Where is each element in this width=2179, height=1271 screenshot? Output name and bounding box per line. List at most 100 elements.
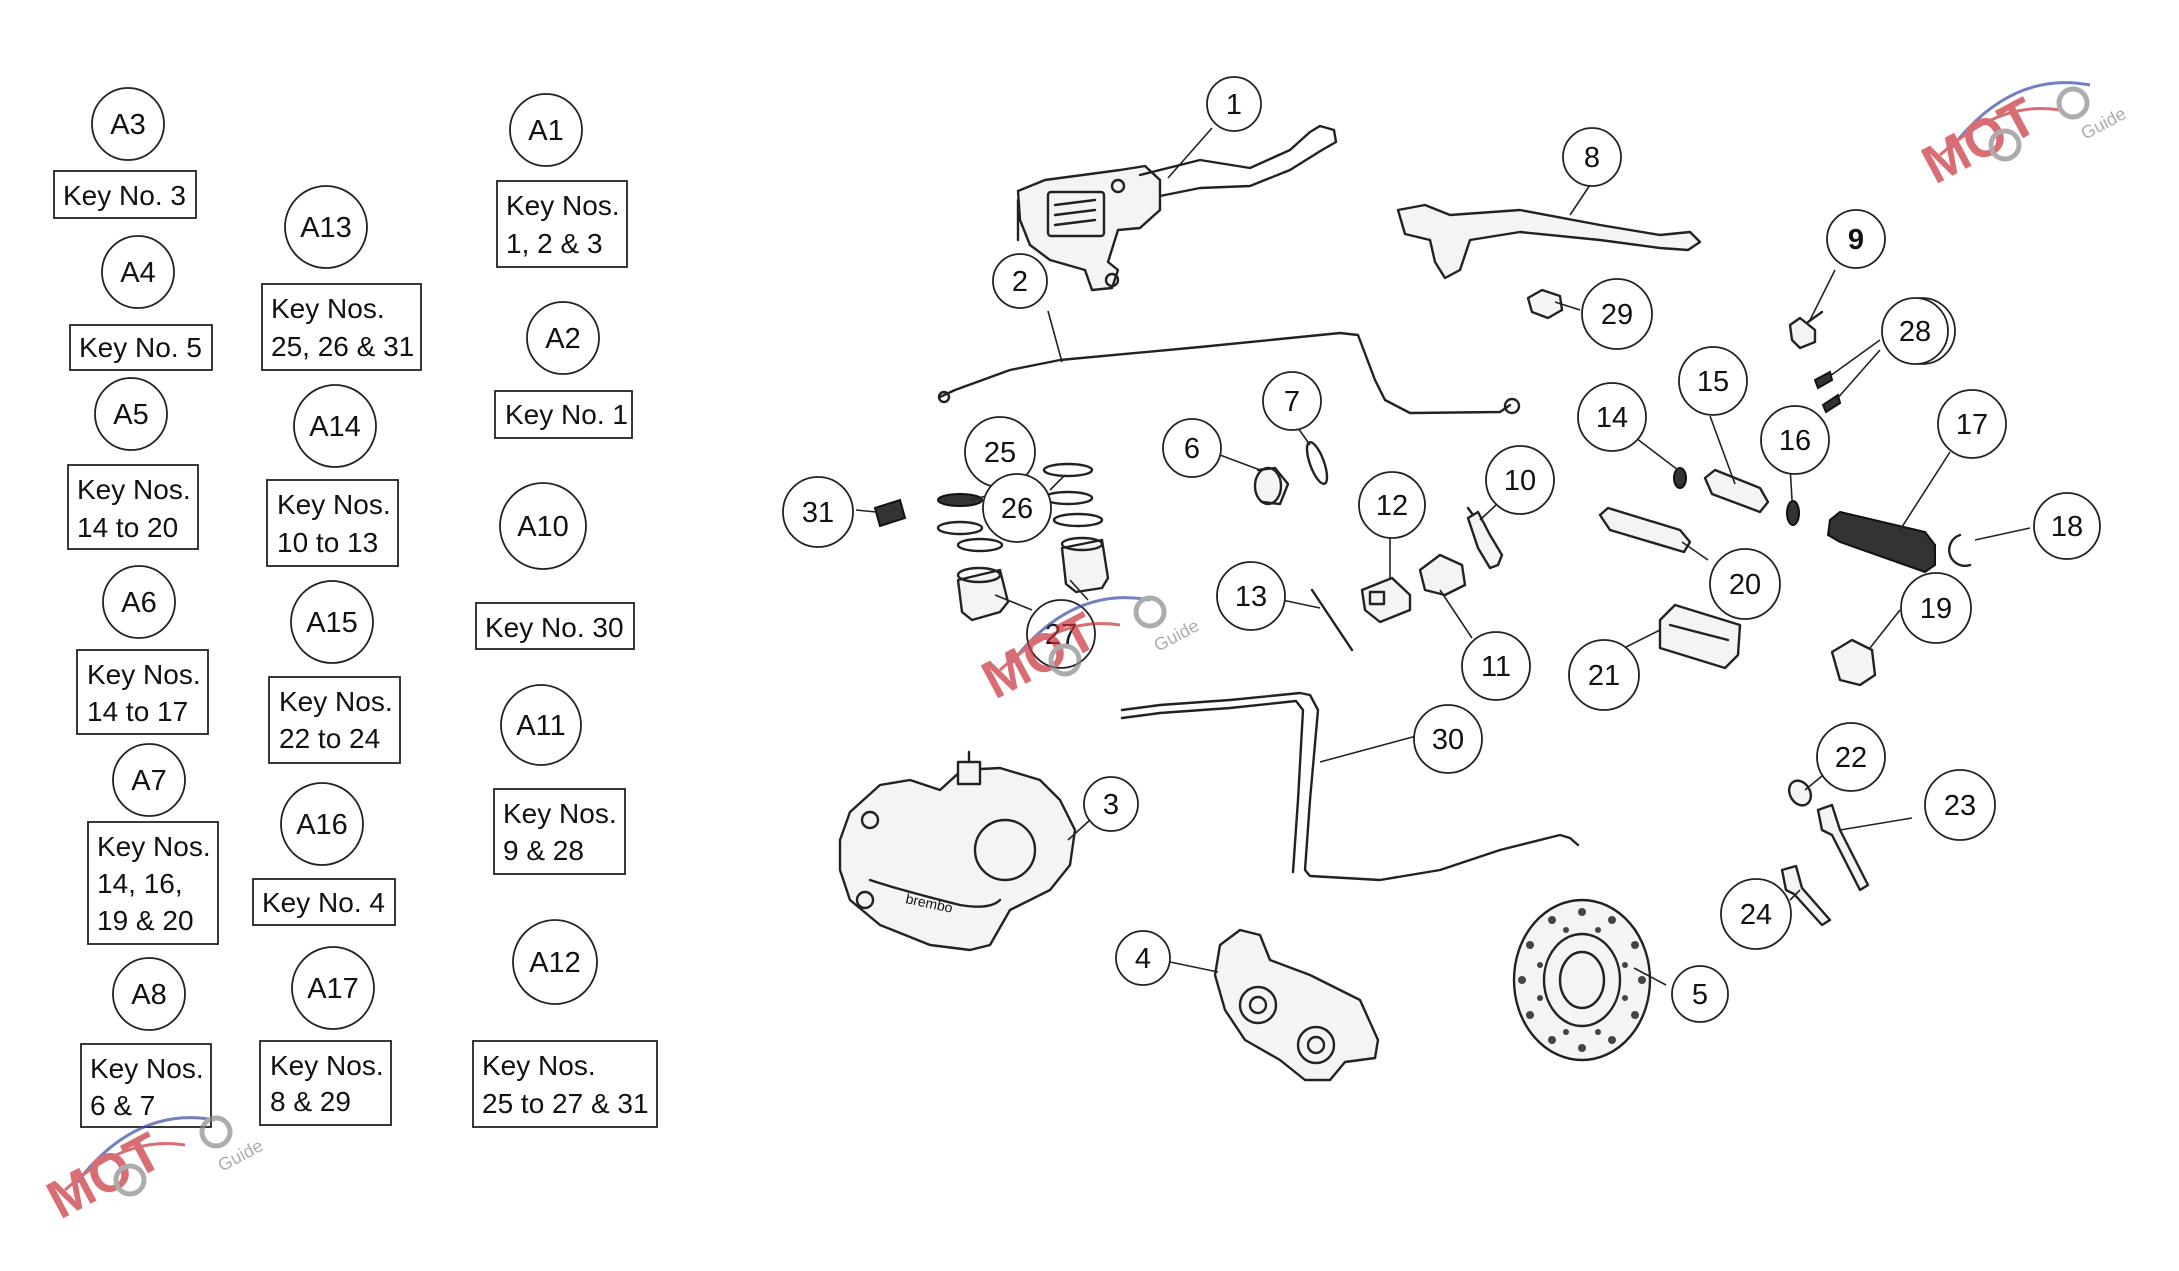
callout-5: 5 [1671, 965, 1729, 1023]
svg-text:30: 30 [1432, 724, 1464, 756]
svg-text:A3: A3 [110, 109, 145, 141]
callout-17: 17 [1937, 389, 2007, 459]
callout-21: 21 [1568, 639, 1640, 711]
svg-text:15: 15 [1697, 366, 1729, 398]
svg-text:A8: A8 [131, 979, 166, 1011]
svg-text:26: 26 [1001, 493, 1033, 525]
svg-text:31: 31 [802, 497, 834, 529]
watermark-logo-top-right: MOT Guide [1912, 81, 2129, 196]
svg-text:Key Nos.: Key Nos. [503, 798, 617, 829]
svg-text:Key No. 3: Key No. 3 [63, 180, 186, 211]
svg-text:A5: A5 [113, 399, 148, 431]
legend-entry-a2: A2 Key No. 1 [494, 301, 633, 439]
part-31-spring [873, 498, 907, 528]
svg-text:13: 13 [1235, 581, 1267, 613]
svg-text:A12: A12 [529, 947, 581, 979]
svg-text:25: 25 [984, 437, 1016, 469]
callout-6: 6 [1162, 418, 1222, 478]
part-12-clip [1360, 576, 1412, 624]
part-3-caliper: brembo [838, 750, 1077, 952]
svg-text:16: 16 [1779, 425, 1811, 457]
svg-text:14, 16,: 14, 16, [97, 868, 183, 899]
svg-text:Key No. 30: Key No. 30 [485, 612, 624, 643]
svg-text:19: 19 [1920, 593, 1952, 625]
callout-18: 18 [2033, 492, 2101, 560]
part-30-line [1120, 691, 1580, 882]
svg-text:20: 20 [1729, 569, 1761, 601]
svg-text:Key Nos.: Key Nos. [277, 489, 391, 520]
callout-7: 7 [1262, 371, 1322, 431]
callout-23: 23 [1924, 769, 1996, 841]
callout-15: 15 [1678, 346, 1748, 416]
svg-text:25 to 27 & 31: 25 to 27 & 31 [482, 1088, 649, 1119]
svg-text:Key Nos.: Key Nos. [279, 686, 393, 717]
svg-text:A2: A2 [545, 323, 580, 355]
svg-text:22 to 24: 22 to 24 [279, 723, 380, 754]
part-1-master-cylinder-lever [1016, 124, 1338, 292]
svg-text:25, 26 & 31: 25, 26 & 31 [271, 331, 414, 362]
svg-text:3: 3 [1103, 789, 1119, 821]
svg-text:MOT: MOT [1912, 86, 2046, 195]
legend-entry-a17: A17 Key Nos. 8 & 29 [259, 946, 392, 1126]
svg-text:1: 1 [1226, 89, 1242, 121]
part-17-boot [1826, 510, 1936, 574]
svg-text:A13: A13 [300, 212, 352, 244]
svg-text:5: 5 [1692, 979, 1708, 1011]
callout-30: 30 [1413, 704, 1483, 774]
legend-entry-a10: A10 Key No. 30 [475, 482, 635, 650]
part-8-lever [1396, 203, 1702, 280]
svg-text:1, 2 & 3: 1, 2 & 3 [506, 228, 603, 259]
svg-text:Key Nos.: Key Nos. [97, 831, 211, 862]
part-19-bushing [1830, 638, 1877, 687]
legend-entry-a15: A15 Key Nos. 22 to 24 [268, 580, 401, 764]
callouts: 1 2 3 4 5 6 7 8 9 10 11 12 13 14 15 16 1… [782, 76, 2101, 1023]
svg-text:Key Nos.: Key Nos. [87, 659, 201, 690]
part-2-brake-line [938, 331, 1512, 415]
svg-text:A15: A15 [306, 607, 358, 639]
svg-text:14 to 20: 14 to 20 [77, 512, 178, 543]
svg-text:11: 11 [1481, 651, 1511, 683]
svg-text:Key No. 1: Key No. 1 [505, 399, 628, 430]
svg-text:10 to 13: 10 to 13 [277, 527, 378, 558]
part-23-bolt [1816, 803, 1870, 892]
svg-text:9: 9 [1848, 224, 1864, 256]
svg-text:A17: A17 [307, 973, 359, 1005]
callout-22: 22 [1816, 722, 1886, 792]
part-18-circlip [1947, 533, 1972, 567]
svg-text:Guide: Guide [214, 1135, 266, 1175]
svg-text:23: 23 [1944, 790, 1976, 822]
legend-entry-a3: A3 Key No. 3 [53, 87, 197, 219]
svg-text:29: 29 [1601, 299, 1633, 331]
svg-text:A4: A4 [120, 257, 155, 289]
callout-13: 13 [1216, 561, 1286, 631]
svg-text:7: 7 [1284, 386, 1300, 418]
svg-text:Key Nos.: Key Nos. [90, 1053, 204, 1084]
svg-text:A6: A6 [121, 587, 156, 619]
watermark-logo-bottom-left: MOT Guide [37, 1115, 266, 1231]
svg-text:4: 4 [1135, 943, 1151, 975]
legend-entry-a12: A12 Key Nos. 25 to 27 & 31 [472, 919, 658, 1128]
svg-text:19 & 20: 19 & 20 [97, 905, 194, 936]
part-16-oring [1786, 500, 1800, 526]
svg-text:14 to 17: 14 to 17 [87, 696, 188, 727]
part-14-oring [1673, 467, 1687, 489]
svg-text:17: 17 [1956, 409, 1988, 441]
svg-text:Key Nos.: Key Nos. [271, 293, 385, 324]
svg-text:6 & 7: 6 & 7 [90, 1090, 155, 1121]
legend-entry-a13: A13 Key Nos. 25, 26 & 31 [261, 185, 422, 371]
part-11-bracket [1418, 553, 1467, 597]
callout-16: 16 [1760, 405, 1830, 475]
svg-text:Key Nos.: Key Nos. [270, 1050, 384, 1081]
svg-text:28: 28 [1899, 316, 1931, 348]
callout-10: 10 [1485, 445, 1555, 515]
part-10-switch [1466, 506, 1504, 570]
callout-2: 2 [992, 253, 1048, 309]
svg-text:Key Nos.: Key Nos. [77, 474, 191, 505]
legend-entry-a5: A5 Key Nos. 14 to 20 [67, 377, 199, 550]
svg-text:A10: A10 [517, 511, 569, 543]
callout-11: 11 [1461, 631, 1531, 701]
part-4-brake-pads [1213, 928, 1380, 1082]
svg-text:22: 22 [1835, 742, 1867, 774]
legend-entry-a6: A6 Key Nos. 14 to 17 [76, 565, 209, 735]
